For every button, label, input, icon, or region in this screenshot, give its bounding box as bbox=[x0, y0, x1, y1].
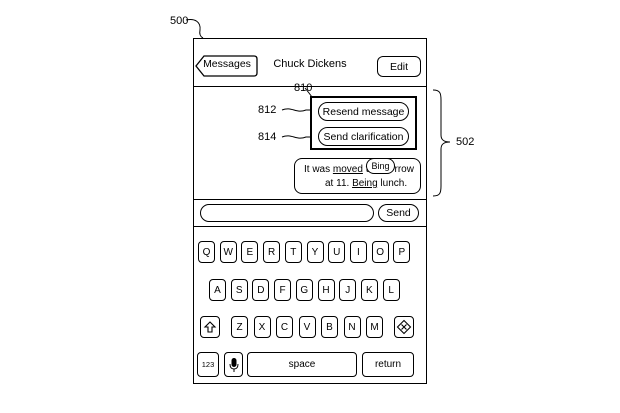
key-q[interactable]: Q bbox=[198, 241, 215, 263]
key-a[interactable]: A bbox=[209, 279, 226, 301]
figure-ref-814: 814 bbox=[258, 131, 277, 143]
message-options-popup: Resend message Send clarification bbox=[310, 96, 417, 150]
key-x[interactable]: X bbox=[253, 316, 271, 338]
key-i[interactable]: I bbox=[349, 241, 367, 263]
contact-name: Chuck Dickens bbox=[273, 58, 347, 70]
delete-icon bbox=[396, 319, 412, 335]
send-button[interactable]: Send bbox=[378, 204, 419, 222]
suggestion-bubble[interactable]: Bing bbox=[366, 158, 395, 174]
message-line-2: at 11. Being lunch. bbox=[325, 178, 408, 189]
key-b[interactable]: B bbox=[321, 316, 338, 338]
key-u[interactable]: U bbox=[328, 241, 346, 263]
key-o[interactable]: O bbox=[371, 241, 389, 263]
key-f[interactable]: F bbox=[274, 279, 292, 301]
figure-ref-812: 812 bbox=[258, 104, 277, 116]
dictation-key[interactable] bbox=[224, 352, 243, 377]
edit-button[interactable]: Edit bbox=[377, 56, 421, 77]
key-e[interactable]: E bbox=[241, 241, 259, 263]
resend-message-button[interactable]: Resend message bbox=[318, 102, 409, 121]
key-g[interactable]: G bbox=[295, 279, 313, 301]
microphone-icon bbox=[229, 357, 238, 372]
key-c[interactable]: C bbox=[276, 316, 293, 338]
key-p[interactable]: P bbox=[393, 241, 411, 263]
return-key[interactable]: return bbox=[362, 352, 414, 377]
misspelled-word[interactable]: moved bbox=[332, 164, 363, 175]
key-n[interactable]: N bbox=[343, 316, 361, 338]
key-r[interactable]: R bbox=[263, 241, 281, 263]
shift-arrow-icon bbox=[203, 321, 217, 333]
send-clarification-button[interactable]: Send clarification bbox=[318, 127, 409, 146]
device-frame bbox=[193, 38, 427, 384]
key-z[interactable]: Z bbox=[231, 316, 248, 338]
key-h[interactable]: H bbox=[317, 279, 335, 301]
numbers-key[interactable]: 123 bbox=[197, 352, 219, 377]
nav-bar-divider bbox=[193, 86, 427, 87]
back-button-shape bbox=[195, 55, 258, 77]
key-d[interactable]: D bbox=[252, 279, 270, 301]
delete-key[interactable] bbox=[394, 316, 414, 338]
key-m[interactable]: M bbox=[366, 316, 383, 338]
space-key[interactable]: space bbox=[247, 352, 357, 377]
composer-top-divider bbox=[193, 199, 427, 200]
key-w[interactable]: W bbox=[219, 241, 237, 263]
key-l[interactable]: L bbox=[382, 279, 400, 301]
keyboard-top-divider bbox=[193, 226, 427, 227]
key-s[interactable]: S bbox=[230, 279, 248, 301]
key-k[interactable]: K bbox=[360, 279, 378, 301]
figure-ref-500: 500 bbox=[170, 15, 189, 27]
back-button[interactable]: Messages bbox=[203, 58, 251, 70]
autocorrected-word[interactable]: Being bbox=[352, 178, 378, 189]
message-input[interactable] bbox=[200, 204, 374, 222]
key-y[interactable]: Y bbox=[306, 241, 324, 263]
shift-key[interactable] bbox=[200, 316, 220, 338]
key-t[interactable]: T bbox=[284, 241, 302, 263]
figure-ref-502: 502 bbox=[456, 136, 475, 148]
key-j[interactable]: J bbox=[339, 279, 357, 301]
key-v[interactable]: V bbox=[298, 316, 316, 338]
